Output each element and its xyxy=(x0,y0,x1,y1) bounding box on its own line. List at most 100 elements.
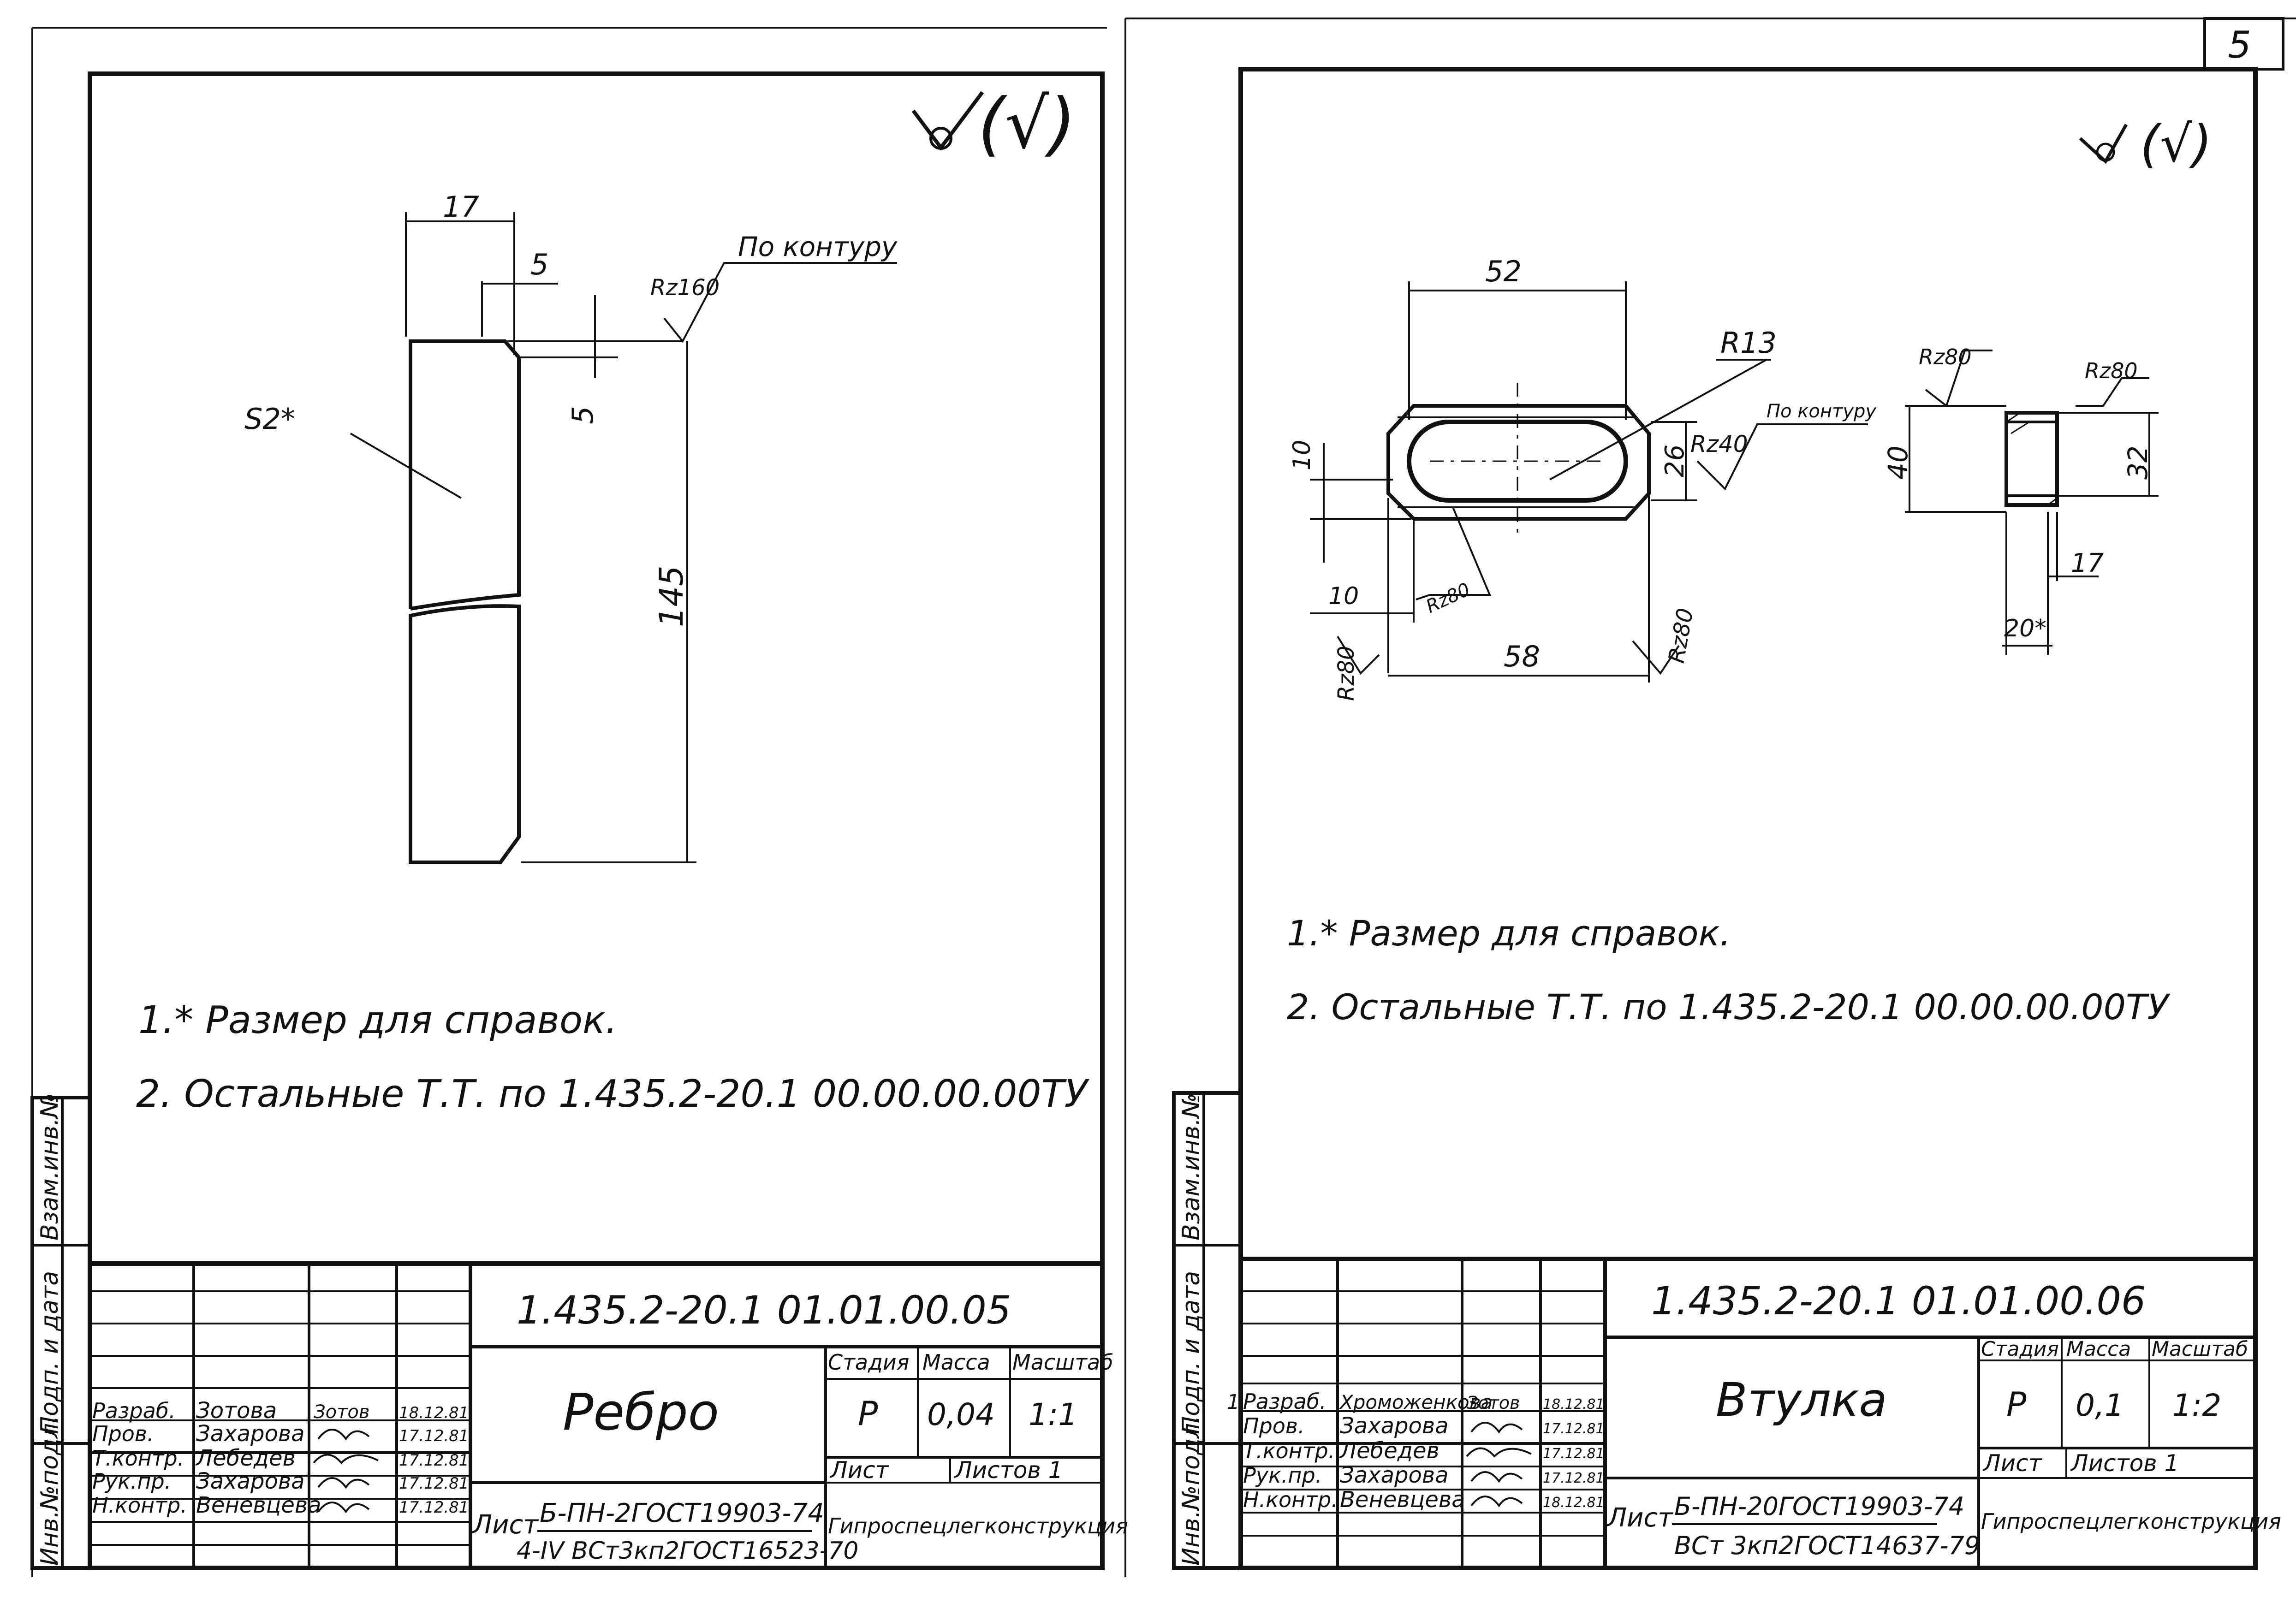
dim-section-32: 32 xyxy=(2122,445,2153,480)
right-designation: 1.435.2-20.1 01.01.00.06 xyxy=(1651,1278,2146,1324)
right-note-2: 2. Остальные Т.Т. по 1.435.2-20.1 00.00.… xyxy=(1287,986,2171,1027)
right-header-stage: Стадия xyxy=(1981,1337,2059,1361)
role-nkontr: Н.контр. xyxy=(92,1493,187,1518)
right-title-block: 1 Разраб. Пров. Т.контр. Рук.пр. Н.контр… xyxy=(1227,1257,2281,1570)
right-name-1: Хроможенкова xyxy=(1339,1391,1493,1413)
left-title-block: Разраб. Пров. Т.контр. Рук.пр. Н.контр. … xyxy=(88,1261,1128,1570)
right-header-mass: Масса xyxy=(2066,1337,2131,1361)
dim-section-40: 40 xyxy=(1882,445,1914,480)
role-rukpr: Рук.пр. xyxy=(92,1469,171,1494)
right-sheet-label: Лист xyxy=(1982,1450,2043,1477)
right-mass-value: 0,1 xyxy=(2076,1388,2124,1423)
right-name-5: Веневцева xyxy=(1340,1487,1465,1513)
right-date-1: 18.12.81 xyxy=(1543,1396,1605,1413)
right-signature-3 xyxy=(1466,1447,1532,1458)
roughness-section-left: Rz80 xyxy=(1919,344,1972,369)
right-row-marker: 1 xyxy=(1227,1390,1240,1414)
right-organization: Гипроспецлегконструкция xyxy=(1981,1509,2281,1534)
right-vzam-inv-label: Взам.инв.№ xyxy=(1178,1093,1205,1241)
right-signature-2 xyxy=(1470,1422,1523,1434)
left-header-stage: Стадия xyxy=(828,1350,909,1375)
right-finish-mark: (√) xyxy=(2079,114,2212,173)
left-material-prefix: Лист xyxy=(472,1510,539,1540)
left-sheets-total: Листов 1 xyxy=(954,1457,1063,1484)
date-2: 17.12.81 xyxy=(399,1427,469,1445)
dim-width-17: 17 xyxy=(443,190,479,224)
bushing-plan-view: 52 R13 26 Rz40 По контуру 10 10 xyxy=(1288,255,1877,701)
right-signature-1: Зотов xyxy=(1467,1393,1520,1413)
page-number-box xyxy=(2203,17,2284,71)
right-material-prefix: Лист xyxy=(1606,1503,1673,1533)
dim-bottom-58: 58 xyxy=(1504,640,1540,673)
right-role-nkontr: Н.контр. xyxy=(1243,1487,1338,1512)
signature-2 xyxy=(317,1429,370,1441)
inv-podl-label: Инв.№подл. xyxy=(36,1415,64,1566)
name-2: Захарова xyxy=(196,1421,305,1447)
role-prov: Пров. xyxy=(92,1421,154,1446)
bushing-section-view: 40 32 Rz80 Rz80 17 20* xyxy=(1882,344,2159,655)
right-signature-5 xyxy=(1470,1496,1523,1508)
right-side-strip: Взам.инв.№ Подп. и дата Инв.№подл. xyxy=(1172,1091,1243,1570)
right-sheet: 5 Взам.инв.№ Подп. и дата Инв.№подл. (√) xyxy=(1124,17,2296,1577)
right-finish-mark-text: (√) xyxy=(2140,114,2212,173)
right-role-prov: Пров. xyxy=(1243,1413,1305,1438)
roughness-rz80-left: Rz80 xyxy=(1333,646,1359,701)
contour-label-left: По контуру xyxy=(738,231,898,262)
right-role-razrab: Разраб. xyxy=(1243,1389,1326,1414)
right-date-5: 18.12.81 xyxy=(1543,1495,1605,1511)
name-3: Лебедев xyxy=(195,1445,296,1471)
roughness-section-right: Rz80 xyxy=(2085,358,2138,383)
date-5: 17.12.81 xyxy=(399,1498,469,1517)
rib-outline-top xyxy=(409,339,521,611)
signature-3 xyxy=(313,1454,379,1464)
right-name-3: Лебедев xyxy=(1339,1438,1439,1464)
right-stage-value: Р xyxy=(2006,1385,2027,1424)
roughness-rz80-right: Rz80 xyxy=(1664,606,1699,665)
date-4: 17.12.81 xyxy=(399,1474,469,1493)
left-organization: Гипроспецлегконструкция xyxy=(828,1514,1128,1538)
signature-1: Зотов xyxy=(314,1401,369,1423)
dim-chamfer-h-5: 5 xyxy=(566,406,600,424)
name-1: Зотова xyxy=(196,1398,277,1424)
left-header-scale: Масштаб xyxy=(1012,1350,1113,1375)
right-date-2: 17.12.81 xyxy=(1543,1421,1605,1437)
roughness-rz160: Rz160 xyxy=(650,275,720,301)
left-note-2: 2. Остальные Т.Т. по 1.435.2-20.1 00.00.… xyxy=(136,1072,1090,1116)
roughness-rz40: Rz40 xyxy=(1690,431,1748,457)
dim-chamfer-w-5: 5 xyxy=(530,248,548,281)
right-name-2: Захарова xyxy=(1340,1413,1449,1439)
rib-part-view: 17 5 5 145 S2* Rz160 По контуру xyxy=(244,190,898,864)
left-header-mass: Масса xyxy=(922,1350,990,1375)
name-4: Захарова xyxy=(196,1468,305,1494)
left-sheet-label: Лист xyxy=(829,1457,890,1484)
left-scale-value: 1:1 xyxy=(1029,1397,1077,1432)
date-1: 18.12.81 xyxy=(399,1404,469,1422)
dim-thickness-s2: S2* xyxy=(244,402,295,436)
right-note-1: 1.* Размер для справок. xyxy=(1287,913,1731,954)
signature-4 xyxy=(317,1477,370,1489)
left-sheet: Взам.инв.№ Подп. и дата Инв.№подл. (√) 1… xyxy=(30,27,1128,1577)
left-material-line2: 4-IV ВСт3кп2ГОСТ16523-70 xyxy=(517,1537,858,1565)
right-inv-podl-label: Инв.№подл. xyxy=(1178,1415,1205,1566)
name-5: Веневцева xyxy=(196,1492,321,1518)
dim-section-17: 17 xyxy=(2071,548,2104,578)
rib-outline-bottom xyxy=(409,604,521,864)
right-material-line1: Б-ПН-20ГОСТ19903-74 xyxy=(1674,1492,1964,1521)
role-tkontr: Т.контр. xyxy=(92,1446,184,1471)
signature-5 xyxy=(317,1502,370,1514)
right-role-tkontr: Т.контр. xyxy=(1243,1438,1335,1463)
right-podp-data-label: Подп. и дата xyxy=(1178,1271,1205,1434)
dim-section-20: 20* xyxy=(2004,615,2046,642)
left-designation: 1.435.2-20.1 01.01.00.05 xyxy=(517,1288,1011,1333)
dim-length-145: 145 xyxy=(653,565,690,627)
date-3: 17.12.81 xyxy=(399,1451,469,1470)
right-date-3: 17.12.81 xyxy=(1543,1446,1605,1462)
podp-data-label: Подп. и дата xyxy=(36,1271,64,1434)
right-sheets-total: Листов 1 xyxy=(2070,1450,2179,1477)
right-scale-value: 1:2 xyxy=(2172,1388,2221,1423)
right-date-4: 17.12.81 xyxy=(1543,1470,1605,1486)
left-material-line1: Б-ПН-2ГОСТ19903-74 xyxy=(540,1498,824,1528)
left-note-1: 1.* Размер для справок. xyxy=(138,998,618,1042)
right-material-line2: ВСт 3кп2ГОСТ14637-79 xyxy=(1674,1531,1980,1560)
